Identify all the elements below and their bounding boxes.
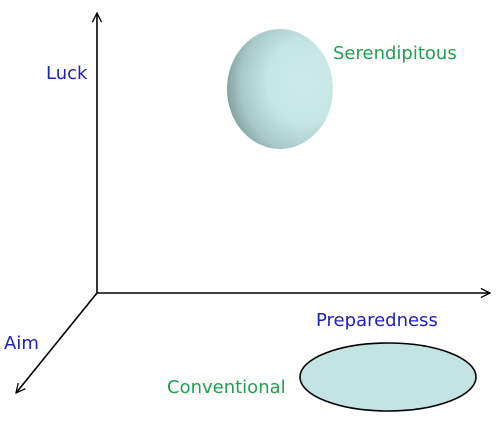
depth-axis: [16, 292, 98, 393]
aim-axis-label: Aim: [4, 333, 39, 354]
conventional-label: Conventional: [167, 377, 286, 398]
preparedness-axis-label: Preparedness: [316, 310, 438, 331]
conventional-disc: [299, 342, 477, 412]
serendipitous-label: Serendipitous: [333, 43, 457, 64]
luck-axis-label: Luck: [46, 63, 88, 84]
serendipitous-sphere: [227, 29, 333, 149]
